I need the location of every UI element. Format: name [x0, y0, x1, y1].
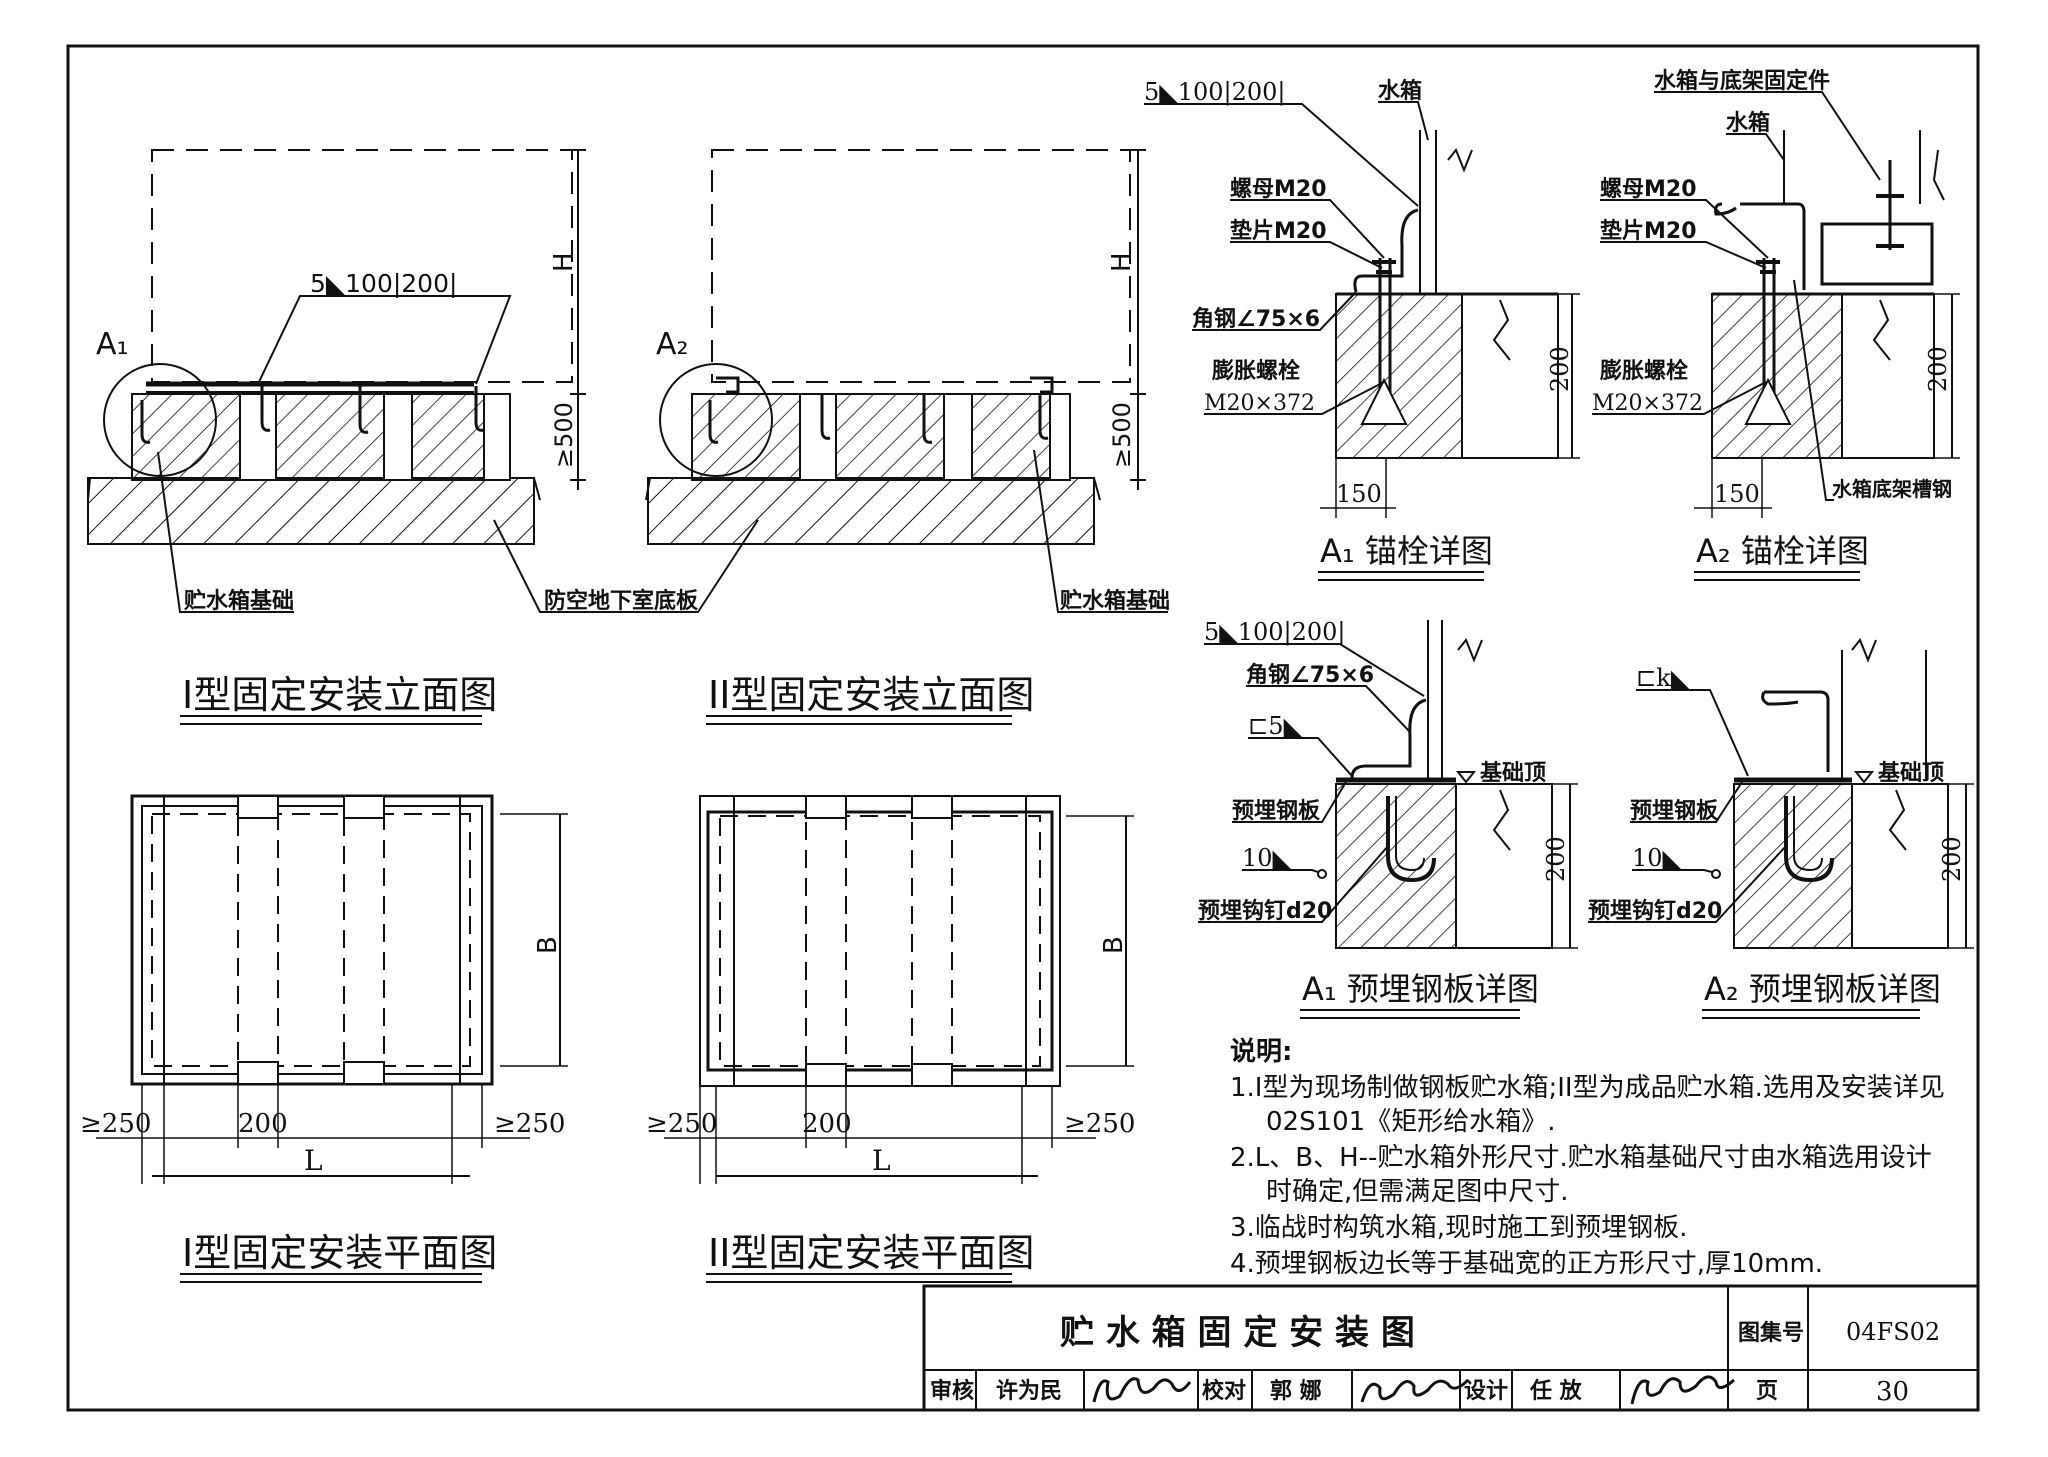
plan-type-1: B ≥250 200 ≥250 L I型固定安装平面图 — [80, 794, 568, 1283]
notes: 说明: 1.I型为现场制做钢板贮水箱;II型为成品贮水箱.选用及安装详见 02S… — [1230, 1037, 1945, 1279]
p2-hook: 预埋钩钉d20 — [1588, 898, 1722, 924]
plan2-dim-200: 200 — [802, 1109, 852, 1139]
a1-dim-150: 150 — [1336, 480, 1382, 508]
detail-a1-plate: 5◣100|200| 角钢∠75×6 ⊏5◣ 基础顶 预埋钢板 10◣ 预埋钩钉… — [1198, 618, 1578, 1019]
dim-h: H — [549, 252, 579, 272]
elevation-type-1: A₁ 5◣100|200| H ≥500 贮水箱基础 I型固定安装立面图 — [87, 149, 586, 725]
p2-plate: 预埋钢板 — [1630, 798, 1719, 824]
p1-weld10: 10◣ — [1242, 844, 1292, 872]
a1-angle: 角钢∠75×6 — [1192, 306, 1320, 332]
a2-channel: 水箱底架槽钢 — [1832, 477, 1952, 501]
p1-weld: 5◣100|200| — [1204, 618, 1346, 647]
plan2-dim-b: B — [1099, 936, 1129, 954]
label-design: 设计 — [1464, 1379, 1508, 1404]
plan2-dim-250-right: ≥250 — [1064, 1109, 1135, 1139]
plan1-dim-200: 200 — [238, 1109, 288, 1139]
a1-bolt-size: M20×372 — [1204, 391, 1315, 416]
a1-nut: 螺母M20 — [1230, 177, 1327, 202]
label-floor: 防空地下室底板 — [544, 588, 699, 614]
plan2-dim-250-left: ≥250 — [646, 1109, 717, 1139]
atlas-label: 图集号 — [1738, 1320, 1804, 1346]
p1-dim-200: 200 — [1542, 836, 1570, 882]
plan1-dim-250-right: ≥250 — [494, 1109, 565, 1139]
dim-500: ≥500 — [550, 402, 578, 468]
a2-tank: 水箱 — [1726, 110, 1770, 136]
designer-name: 任 放 — [1529, 1378, 1583, 1404]
a1-plate-title: A₁ 预埋钢板详图 — [1302, 970, 1539, 1008]
dim-h-2: H — [1107, 252, 1137, 272]
title-elevation-2: II型固定安装立面图 — [708, 673, 1034, 717]
dim-500-2: ≥500 — [1108, 402, 1136, 468]
p2-weldk: ⊏k◣ — [1636, 664, 1690, 692]
page-label: 页 — [1756, 1379, 1778, 1404]
designer-signature — [1630, 1375, 1735, 1405]
a2-anchor-title: A₂ 锚栓详图 — [1696, 532, 1869, 570]
note-line-4: 时确定,但需满足图中尺寸. — [1266, 1177, 1569, 1207]
plan2-dim-l: L — [872, 1144, 891, 1177]
weld-symbol: 5◣100|200| — [310, 269, 457, 298]
mark-a2: A₂ — [656, 327, 689, 362]
note-line-2: 02S101《矩形给水箱》. — [1266, 1107, 1555, 1137]
title-plan-1: I型固定安装平面图 — [182, 1231, 497, 1275]
checker-name: 郭 娜 — [1270, 1378, 1322, 1404]
a1-bolt: 膨胀螺栓 — [1211, 359, 1300, 384]
plan1-dim-250-left: ≥250 — [80, 1109, 151, 1139]
drawing-title: 贮 水 箱 固 定 安 装 图 — [1060, 1313, 1415, 1353]
note-line-5: 3.临战时构筑水箱,现时施工到预埋钢板. — [1230, 1213, 1687, 1243]
reviewer-signature — [1092, 1377, 1192, 1403]
detail-a1-anchor: 5◣100|200| 水箱 螺母M20 垫片M20 角钢∠75×6 膨胀螺栓 M… — [1144, 78, 1580, 581]
a2-nut: 螺母M20 — [1600, 177, 1697, 202]
title-plan-2: II型固定安装平面图 — [708, 1231, 1034, 1275]
a2-bolt: 膨胀螺栓 — [1599, 359, 1688, 384]
note-line-3: 2.L、B、H--贮水箱外形尺寸.贮水箱基础尺寸由水箱选用设计 — [1230, 1143, 1932, 1173]
a2-bolt-size: M20×372 — [1592, 391, 1703, 416]
p1-angle: 角钢∠75×6 — [1246, 662, 1374, 688]
notes-heading: 说明: — [1230, 1037, 1292, 1067]
a2-dim-150: 150 — [1714, 480, 1760, 508]
title-elevation-1: I型固定安装立面图 — [182, 673, 497, 717]
a2-plate-title: A₂ 预埋钢板详图 — [1704, 970, 1941, 1008]
a1-anchor-title: A₁ 锚栓详图 — [1320, 532, 1493, 570]
page-number: 30 — [1876, 1377, 1909, 1407]
title-block: 贮 水 箱 固 定 安 装 图 图集号 04FS02 审核 许为民 校对 郭 娜… — [922, 1284, 1980, 1412]
mark-a1: A₁ — [96, 327, 129, 362]
detail-a2-anchor: 水箱与底架固定件 水箱 螺母M20 垫片M20 膨胀螺栓 M20×372 水箱底… — [1592, 68, 1960, 581]
plan1-dim-b: B — [533, 936, 563, 954]
p2-weld10: 10◣ — [1632, 844, 1682, 872]
sheet-border — [66, 44, 1980, 1412]
a1-weld: 5◣100|200| — [1144, 78, 1286, 107]
note-line-1: 1.I型为现场制做钢板贮水箱;II型为成品贮水箱.选用及安装详见 — [1230, 1073, 1945, 1103]
label-review: 审核 — [930, 1378, 974, 1404]
label-foundation: 贮水箱基础 — [184, 588, 294, 614]
p1-hook: 预埋钩钉d20 — [1198, 898, 1332, 924]
a2-washer: 垫片M20 — [1600, 218, 1697, 244]
label-check: 校对 — [1202, 1378, 1246, 1404]
reviewer-name: 许为民 — [996, 1378, 1062, 1404]
detail-a2-plate: ⊏k◣ 基础顶 预埋钢板 10◣ 预埋钩钉d20 200 A₂ 预埋钢板详图 — [1588, 638, 1974, 1019]
atlas-no: 04FS02 — [1846, 1318, 1940, 1346]
a1-washer: 垫片M20 — [1230, 218, 1327, 244]
p1-top: 基础顶 — [1480, 761, 1546, 786]
checker-signature — [1360, 1378, 1470, 1403]
a2-fixture: 水箱与底架固定件 — [1654, 68, 1830, 94]
plan1-dim-l: L — [304, 1144, 323, 1177]
p1-plate: 预埋钢板 — [1232, 798, 1321, 824]
p2-top: 基础顶 — [1878, 761, 1944, 786]
label-foundation-2: 贮水箱基础 — [1060, 588, 1170, 614]
a1-dim-200: 200 — [1546, 346, 1574, 392]
plan-type-2: B ≥250 200 ≥250 L II型固定安装平面图 — [646, 795, 1135, 1283]
elevation-type-2: A₂ H ≥500 防空地下室底板 贮水箱基础 II型固定安装立面图 — [493, 149, 1170, 725]
p2-dim-200: 200 — [1938, 836, 1966, 882]
a2-dim-200: 200 — [1924, 346, 1952, 392]
p1-weld5: ⊏5◣ — [1248, 712, 1303, 740]
note-line-6: 4.预埋钢板边长等于基础宽的正方形尺寸,厚10mm. — [1230, 1249, 1823, 1279]
a1-tank: 水箱 — [1378, 78, 1422, 104]
